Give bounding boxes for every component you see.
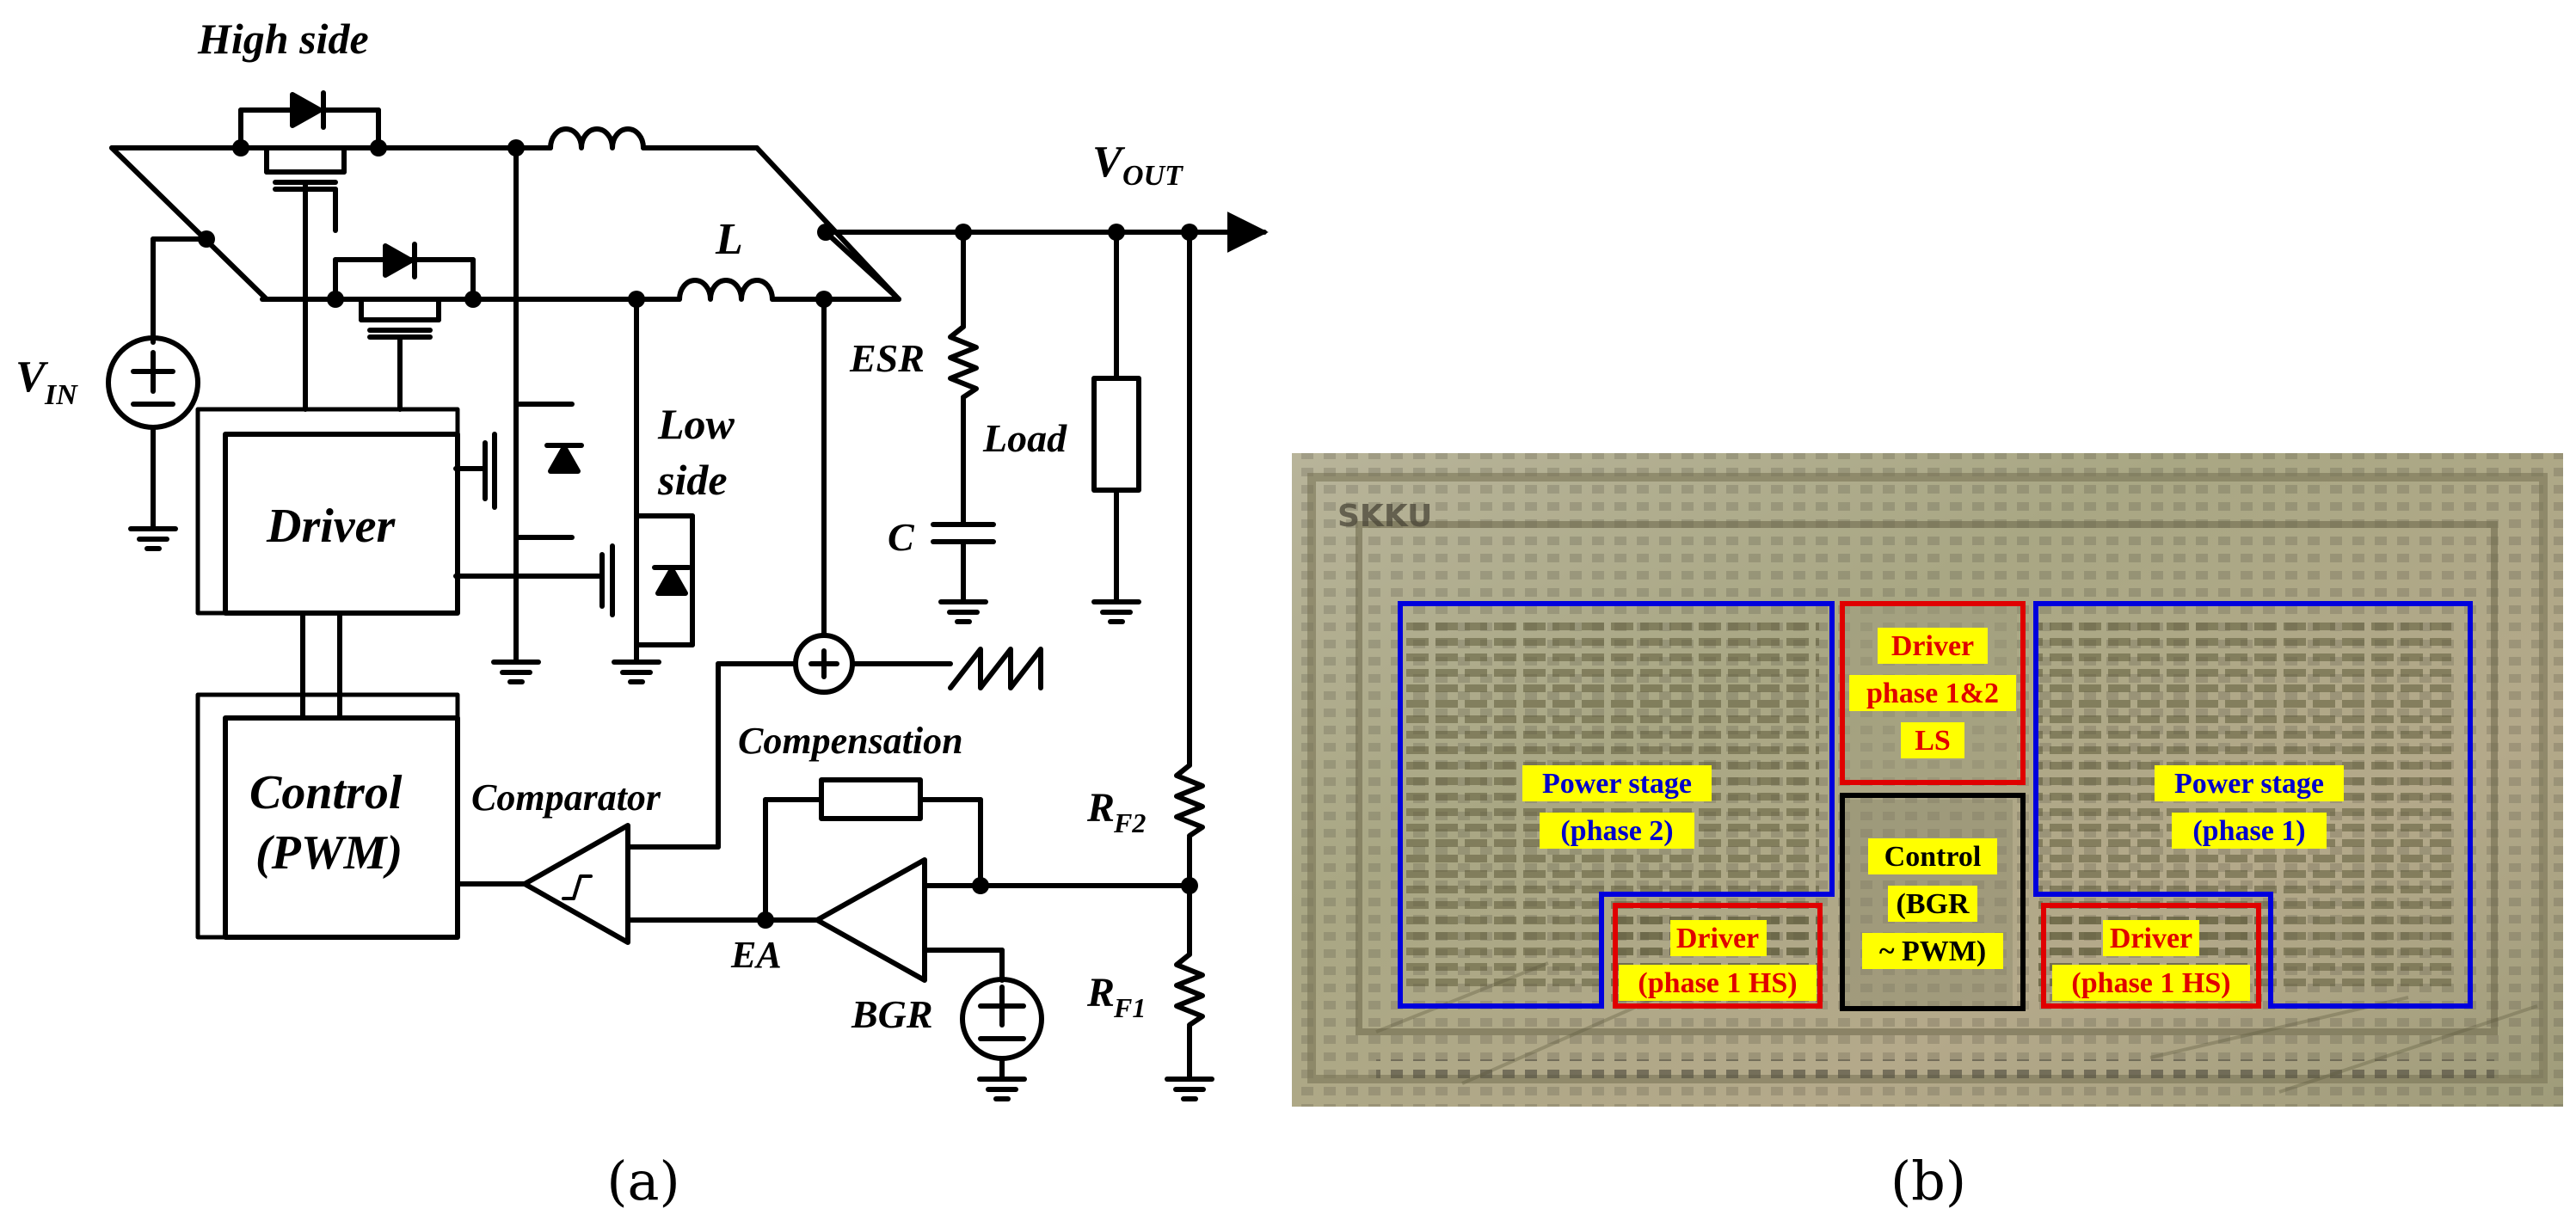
compensation-label: Compensation (738, 720, 963, 762)
control-line2: (BGR (1897, 888, 1970, 920)
inductor-phase2 (634, 278, 901, 302)
control-label-line1: Control (249, 766, 403, 819)
panel-b-caption: (b) (1891, 1150, 1966, 1212)
driver-hs-right-outline (2041, 903, 2261, 1009)
power-stage-1-line1: Power stage (2174, 768, 2324, 800)
inductor-phase1 (513, 126, 901, 302)
driver-ls-line1: Driver (1891, 630, 1974, 662)
error-amplifier (763, 777, 1192, 983)
control-outline (1840, 793, 2026, 1011)
rf1-subscript: F1 (1113, 992, 1146, 1023)
low-side-switch-phase1 (453, 145, 584, 684)
low-side-switch-phase2 (453, 297, 695, 684)
vin-subscript: IN (44, 379, 78, 411)
driver-hs-left-line1: Driver (1676, 923, 1759, 954)
driver-hs-right-line1: Driver (2110, 923, 2192, 954)
driver-ls-line2: phase 1&2 (1866, 678, 1999, 709)
vin-source (106, 236, 209, 551)
power-stage-2-line1: Power stage (1542, 768, 1692, 800)
power-stage-phase2-outline (1398, 601, 1835, 1009)
inductor-label: L (715, 215, 743, 264)
output-capacitor (931, 230, 996, 624)
bgr-label: BGR (851, 992, 933, 1036)
power-stage-phase1-outline (2033, 601, 2473, 1009)
high-side-switch-phase2 (260, 242, 639, 412)
rf2-label: R (1086, 785, 1115, 831)
driver-ls-line3: LS (1915, 725, 1951, 757)
high-side-label: High side (197, 15, 369, 63)
rf2-subscript: F2 (1113, 807, 1146, 838)
control-line3: ~ PWM) (1879, 936, 1986, 967)
power-stage-1-line2: (phase 1) (2192, 815, 2305, 847)
control-label-line2: (PWM) (255, 826, 403, 880)
buck-converter-schematic (106, 90, 1269, 1101)
low-side-label-line1: Low (657, 400, 735, 448)
feedback-divider (1165, 230, 1214, 1101)
comparator-label: Comparator (471, 776, 661, 819)
rf1-label: R (1086, 970, 1115, 1015)
chip-logo: SKKU (1337, 499, 1432, 534)
driver-ls-outline (1840, 601, 2026, 785)
power-stage-2-line2: (phase 2) (1560, 815, 1673, 847)
vout-subscript: OUT (1122, 160, 1183, 192)
chip-die-photo: SKKU Power stage (phase 2) Power stage (1292, 453, 2563, 1107)
esr-label: ESR (849, 336, 925, 380)
vin-label: V (15, 353, 49, 402)
vout-label: V (1092, 138, 1126, 187)
driver-hs-right-line2: (phase 1 HS) (2071, 967, 2230, 999)
comparator (455, 661, 798, 945)
load-resistor (1091, 230, 1141, 624)
schematic-labels: High side Low side V OUT V IN L ESR Load… (15, 15, 1183, 1036)
panel-a-caption: (a) (606, 1150, 679, 1212)
low-side-label-line2: side (657, 456, 728, 504)
summing-node (793, 297, 1043, 695)
driver-hs-left-outline (1613, 903, 1823, 1009)
driver-label: Driver (266, 500, 397, 553)
driver-hs-left-line2: (phase 1 HS) (1638, 967, 1797, 999)
bgr-source (960, 977, 1044, 1101)
control-line1: Control (1884, 841, 1982, 873)
capacitor-label: C (888, 515, 915, 559)
ea-label: EA (730, 934, 782, 976)
load-label: Load (982, 416, 1067, 460)
